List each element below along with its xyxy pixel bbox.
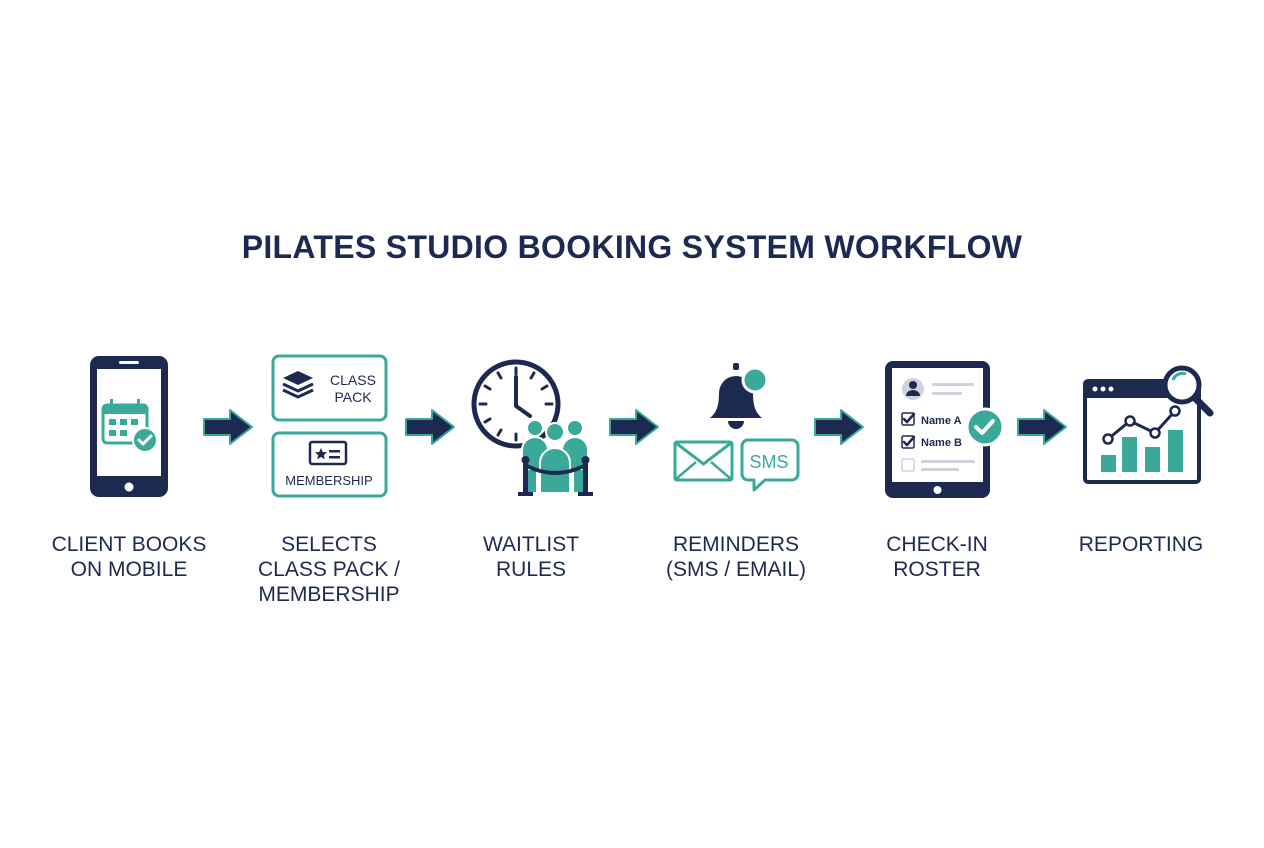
mobile-calendar-icon	[90, 356, 168, 497]
flow-arrow-4	[814, 409, 864, 445]
class-pack-line1: CLASS	[330, 372, 376, 388]
step-label-check-in: CHECK-IN ROSTER	[837, 532, 1037, 582]
step-label-waitlist: WAITLIST RULES	[431, 532, 631, 582]
browser-chart-magnifier-icon	[1083, 365, 1214, 484]
step-label-reminders: REMINDERS (SMS / EMAIL)	[636, 532, 836, 582]
label-line: ON MOBILE	[70, 558, 188, 581]
flow-arrow-5	[1017, 409, 1067, 445]
label-line: (SMS / EMAIL)	[665, 558, 807, 581]
class-pack-membership-icon: CLASS PACK MEMBERSHIP	[271, 354, 388, 498]
flow-arrow-1	[203, 409, 253, 445]
label-line: MEMBERSHIP	[258, 583, 400, 606]
flow-arrow-3	[609, 409, 659, 445]
label-line: CLASS PACK /	[258, 558, 400, 581]
label-line: CLIENT BOOKS	[51, 533, 207, 556]
label-line: REPORTING	[1078, 533, 1204, 556]
step-label-selects-pack: SELECTS CLASS PACK / MEMBERSHIP	[229, 532, 429, 607]
step-label-client-books: CLIENT BOOKS ON MOBILE	[29, 532, 229, 582]
tablet-roster-icon: Name A Name B	[885, 361, 1005, 498]
roster-name-b: Name B	[921, 437, 962, 449]
page-title: PILATES STUDIO BOOKING SYSTEM WORKFLOW	[241, 229, 1023, 265]
label-line: ROSTER	[893, 558, 981, 581]
label-line: RULES	[495, 558, 567, 581]
label-line: WAITLIST	[482, 533, 580, 556]
bell-envelope-sms-icon: SMS	[673, 363, 800, 492]
clock-queue-icon	[471, 359, 593, 496]
step-label-reporting: REPORTING	[1041, 532, 1241, 557]
label-line: REMINDERS	[672, 533, 799, 556]
class-pack-line2: PACK	[334, 389, 372, 405]
sms-bubble-text: SMS	[749, 452, 788, 472]
label-line: CHECK-IN	[886, 533, 988, 556]
flow-arrow-2	[405, 409, 455, 445]
membership-card-text: MEMBERSHIP	[285, 473, 372, 488]
label-line: SELECTS	[281, 533, 377, 556]
roster-name-a: Name A	[921, 415, 962, 427]
